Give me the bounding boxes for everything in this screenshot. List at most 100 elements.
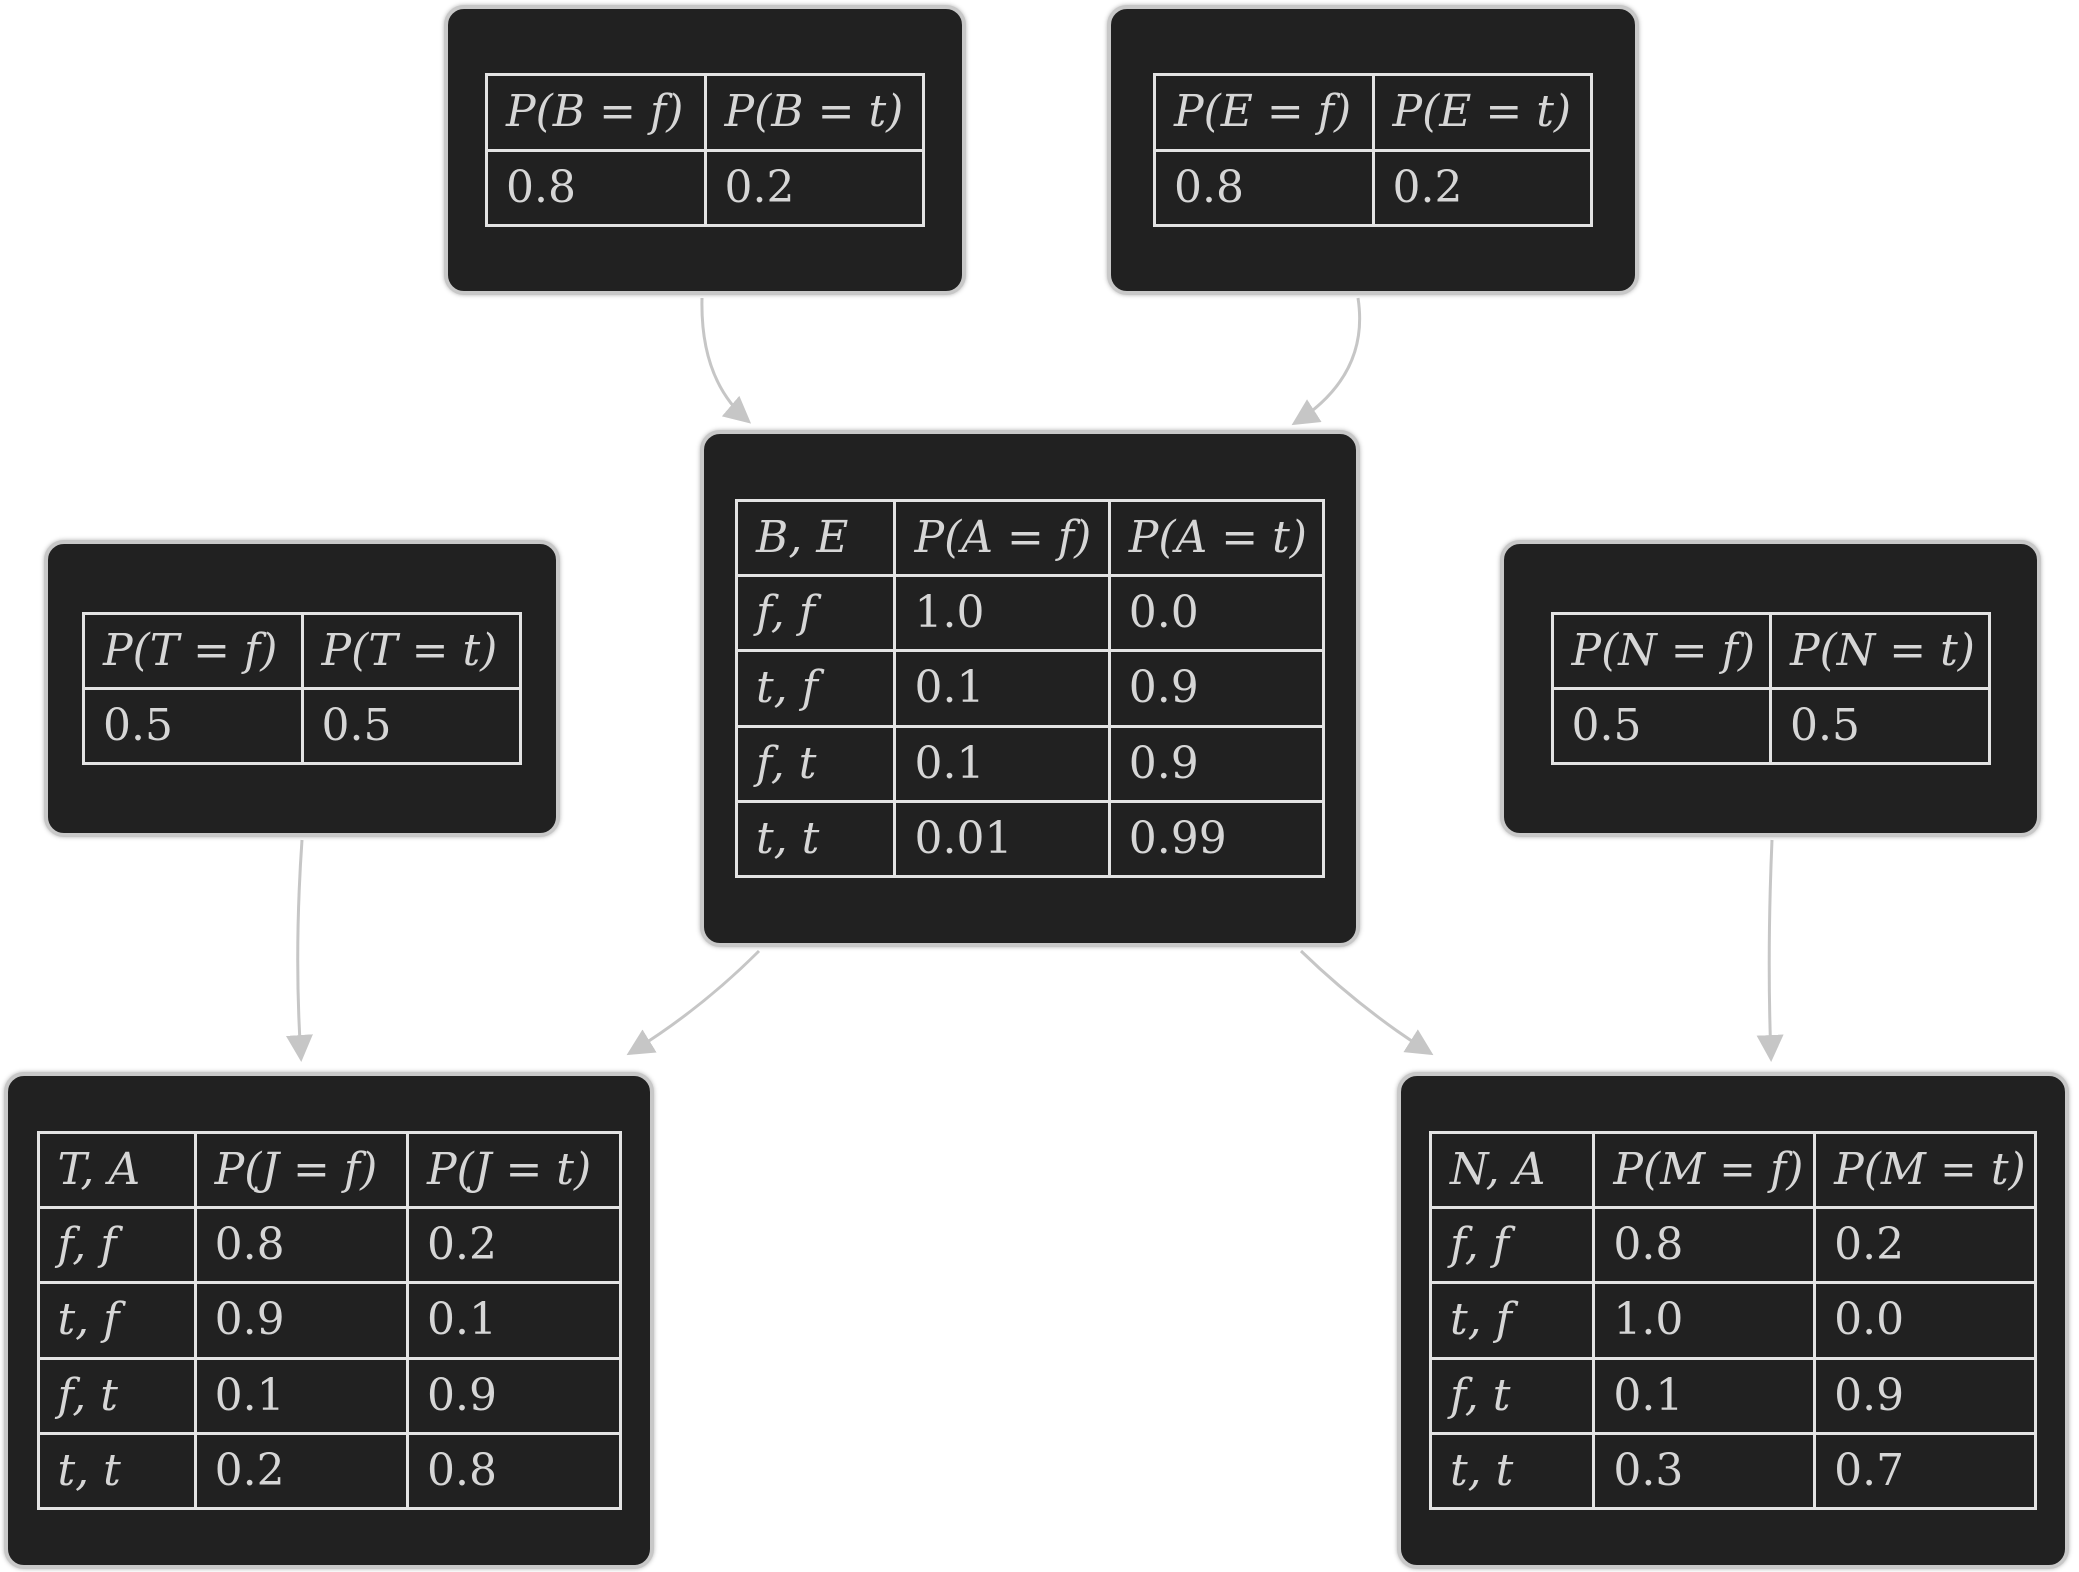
cpt-table-A: B, E P(A = f) P(A = t) f, f 1.0 0.0 t, f… [734, 498, 1326, 879]
cpt-cell: t, f [36, 1281, 197, 1360]
cpt-cell: t, t [1428, 1431, 1596, 1511]
cpt-cell: 0.9 [406, 1356, 622, 1435]
table-row: f, t 0.1 0.9 [1428, 1356, 2037, 1435]
table-row: f, t 0.1 0.9 [36, 1356, 622, 1435]
cpt-cell: f, t [36, 1356, 197, 1435]
table-header-row: T, A P(J = f) P(J = t) [36, 1130, 622, 1210]
cpt-cell: 0.9 [1813, 1356, 2037, 1435]
col-header: P(A = t) [1107, 498, 1326, 578]
cpt-cell: 0.8 [1592, 1206, 1817, 1285]
col-header: P(B = f) [485, 73, 707, 152]
table-row: 0.5 0.5 [1550, 686, 1991, 766]
cpt-cell: 0.2 [193, 1431, 410, 1511]
table-row: f, f 1.0 0.0 [734, 574, 1326, 653]
table-row: t, f 0.1 0.9 [734, 649, 1326, 728]
col-header: P(T = f) [82, 611, 304, 691]
cpt-table-J: T, A P(J = f) P(J = t) f, f 0.8 0.2 t, f… [36, 1130, 622, 1511]
col-header: P(J = t) [406, 1130, 622, 1210]
cpt-cell: 0.5 [1550, 686, 1772, 766]
col-header: P(T = t) [300, 611, 522, 691]
node-t-prior-cpt: P(T = f) P(T = t) 0.5 0.5 [44, 540, 560, 837]
edge-T-J [285, 839, 313, 1063]
node-marycalls-cpt: N, A P(M = f) P(M = t) f, f 0.8 0.2 t, f… [1397, 1072, 2069, 1569]
col-header: N, A [1428, 1130, 1596, 1210]
cpt-cell: f, f [734, 574, 897, 653]
col-header: P(E = t) [1371, 73, 1593, 152]
cpt-cell: 0.5 [82, 686, 304, 766]
col-header: P(E = f) [1153, 73, 1375, 152]
cpt-cell: t, f [734, 649, 897, 728]
cpt-cell: 0.1 [1592, 1356, 1817, 1435]
cpt-cell: f, f [1428, 1206, 1596, 1285]
cpt-cell: 0.8 [406, 1431, 622, 1511]
cpt-cell: t, t [36, 1431, 197, 1511]
table-row: t, t 0.3 0.7 [1428, 1431, 2037, 1511]
cpt-cell: 0.99 [1107, 799, 1326, 879]
cpt-cell: 0.2 [1813, 1206, 2037, 1285]
table-header-row: P(E = f) P(E = t) [1153, 73, 1593, 152]
table-row: t, f 1.0 0.0 [1428, 1281, 2037, 1360]
cpt-cell: 0.1 [193, 1356, 410, 1435]
cpt-cell: 0.1 [406, 1281, 622, 1360]
col-header: P(M = t) [1813, 1130, 2037, 1210]
table-row: f, f 0.8 0.2 [1428, 1206, 2037, 1285]
col-header: P(N = f) [1550, 611, 1772, 691]
table-row: t, f 0.9 0.1 [36, 1281, 622, 1360]
cpt-table-M: N, A P(M = f) P(M = t) f, f 0.8 0.2 t, f… [1428, 1130, 2037, 1511]
cpt-table-T: P(T = f) P(T = t) 0.5 0.5 [82, 611, 522, 766]
edge-B-A [700, 297, 752, 424]
table-row: f, f 0.8 0.2 [36, 1206, 622, 1285]
table-header-row: P(N = f) P(N = t) [1550, 611, 1991, 691]
cpt-cell: 0.2 [1371, 148, 1593, 227]
cpt-cell: 0.01 [893, 799, 1111, 879]
cpt-cell: 1.0 [1592, 1281, 1817, 1360]
table-row: t, t 0.01 0.99 [734, 799, 1326, 879]
col-header: T, A [36, 1130, 197, 1210]
cpt-table-E: P(E = f) P(E = t) 0.8 0.2 [1153, 73, 1593, 227]
cpt-cell: 0.8 [1153, 148, 1375, 227]
table-row: 0.8 0.2 [485, 148, 925, 227]
cpt-cell: 0.9 [193, 1281, 410, 1360]
cpt-cell: f, t [734, 724, 897, 803]
table-header-row: B, E P(A = f) P(A = t) [734, 498, 1326, 578]
cpt-cell: 0.1 [893, 724, 1111, 803]
cpt-cell: 0.8 [485, 148, 707, 227]
cpt-cell: 0.8 [193, 1206, 410, 1285]
table-row: f, t 0.1 0.9 [734, 724, 1326, 803]
cpt-cell: 0.7 [1813, 1431, 2037, 1511]
node-alarm-cpt: B, E P(A = f) P(A = t) f, f 1.0 0.0 t, f… [700, 430, 1360, 947]
cpt-cell: 0.1 [893, 649, 1111, 728]
cpt-cell: 0.5 [300, 686, 522, 766]
table-row: 0.5 0.5 [82, 686, 522, 766]
col-header: P(N = t) [1769, 611, 1991, 691]
node-burglary-cpt: P(B = f) P(B = t) 0.8 0.2 [444, 5, 966, 295]
cpt-cell: f, t [1428, 1356, 1596, 1435]
cpt-cell: 0.9 [1107, 649, 1326, 728]
cpt-cell: 0.2 [703, 148, 925, 227]
col-header: P(B = t) [703, 73, 925, 152]
cpt-cell: t, t [734, 799, 897, 879]
edge-A-M [1299, 949, 1434, 1056]
col-header: B, E [734, 498, 897, 578]
table-header-row: N, A P(M = f) P(M = t) [1428, 1130, 2037, 1210]
edge-E-A [1291, 297, 1362, 426]
edge-N-M [1756, 839, 1784, 1063]
table-header-row: P(T = f) P(T = t) [82, 611, 522, 691]
node-n-prior-cpt: P(N = f) P(N = t) 0.5 0.5 [1500, 540, 2041, 837]
cpt-cell: 0.3 [1592, 1431, 1817, 1511]
cpt-cell: 0.0 [1107, 574, 1326, 653]
cpt-cell: f, f [36, 1206, 197, 1285]
node-earthquake-cpt: P(E = f) P(E = t) 0.8 0.2 [1107, 5, 1639, 295]
table-header-row: P(B = f) P(B = t) [485, 73, 925, 152]
cpt-cell: 0.9 [1107, 724, 1326, 803]
node-johncalls-cpt: T, A P(J = f) P(J = t) f, f 0.8 0.2 t, f… [4, 1072, 654, 1569]
cpt-cell: 0.2 [406, 1206, 622, 1285]
cpt-cell: 1.0 [893, 574, 1111, 653]
table-row: t, t 0.2 0.8 [36, 1431, 622, 1511]
cpt-cell: 0.0 [1813, 1281, 2037, 1360]
cpt-cell: t, f [1428, 1281, 1596, 1360]
col-header: P(M = f) [1592, 1130, 1817, 1210]
table-row: 0.8 0.2 [1153, 148, 1593, 227]
edge-A-J [626, 949, 761, 1056]
col-header: P(A = f) [893, 498, 1111, 578]
